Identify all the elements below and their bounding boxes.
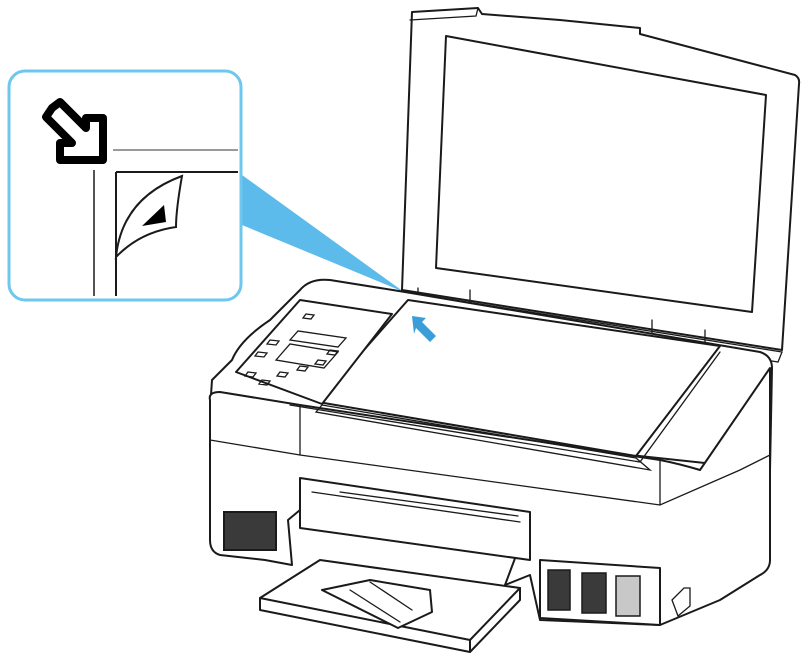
- printer-body: [208, 278, 773, 626]
- placement-arrow-icon: [412, 316, 436, 342]
- scanner-lid: [401, 7, 801, 363]
- alignment-mark-arrow-icon: [42, 98, 107, 164]
- ink-tanks: [539, 559, 691, 626]
- document-corner-icon: [114, 174, 184, 260]
- callout-beam: [242, 175, 404, 292]
- detail-inset: [7, 69, 243, 302]
- ink-window-left: [223, 511, 277, 551]
- output-tray: [259, 559, 521, 653]
